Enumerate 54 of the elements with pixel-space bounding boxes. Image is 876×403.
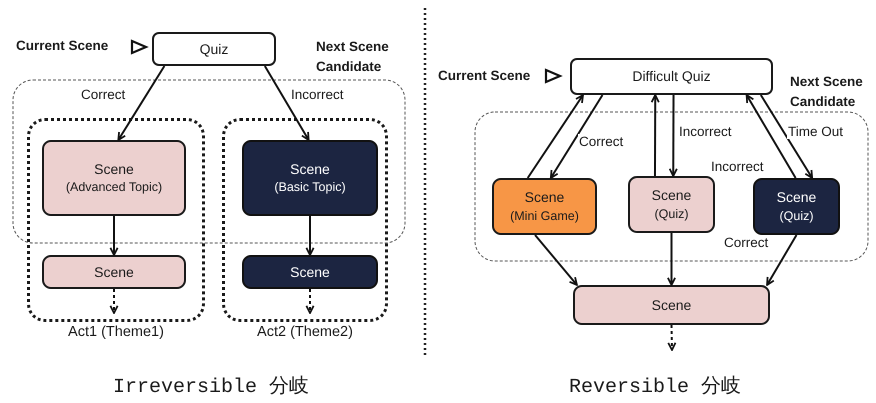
scene-title: Scene — [290, 264, 330, 280]
edge-label: Time Out — [787, 124, 844, 139]
scene-title: Scene — [776, 189, 816, 206]
scene-box — [152, 32, 276, 66]
arrow — [306, 289, 314, 314]
scene-title: Scene — [94, 264, 134, 280]
arrow — [650, 94, 660, 176]
candidate-heading: Next Scene Candidate — [790, 73, 864, 111]
edge-label: Correct — [723, 235, 770, 250]
scene-title: Scene — [652, 187, 692, 204]
scene-box — [753, 178, 840, 235]
act-caption: Act2 (Theme2) — [256, 324, 354, 342]
scene-box — [242, 255, 378, 289]
scene-subtitle: (Mini Game) — [510, 208, 579, 224]
scene-subtitle: (Basic Topic) — [274, 180, 346, 196]
scene-title: Scene — [524, 189, 564, 206]
arrow — [117, 65, 166, 141]
arrow — [667, 324, 676, 351]
edge-label: Incorrect — [710, 159, 765, 174]
arrow — [110, 216, 118, 256]
scene-box — [573, 285, 770, 325]
scene-box — [628, 176, 715, 233]
scene-title: Scene — [290, 160, 330, 178]
scene-box — [42, 140, 186, 216]
arrow — [667, 233, 676, 286]
arrow — [534, 234, 578, 286]
scene-subtitle: (Quiz) — [654, 206, 689, 222]
arrow — [550, 94, 604, 179]
edge-label: Incorrect — [678, 124, 733, 139]
scene-title: Scene — [652, 296, 692, 314]
scene-box — [242, 140, 378, 216]
scene-title: Quiz — [200, 40, 228, 58]
arrow — [526, 94, 584, 179]
arrow — [668, 95, 678, 177]
act-caption: Act1 (Theme1) — [67, 324, 165, 342]
current-scene-label: Current Scene — [437, 68, 532, 83]
current-scene-label: Current Scene — [15, 38, 110, 53]
scene-subtitle: (Advanced Topic) — [66, 180, 162, 196]
scene-box — [492, 178, 597, 235]
edge-label: Correct — [578, 134, 624, 149]
edge-label: Correct — [80, 87, 126, 102]
scene-title: Scene — [94, 160, 134, 178]
arrow — [264, 66, 310, 141]
arrow — [760, 94, 814, 179]
arrow — [766, 234, 798, 286]
scene-title: Difficult Quiz — [632, 68, 711, 85]
candidate-heading: Next Scene Candidate — [316, 38, 390, 76]
scene-box — [570, 58, 773, 95]
scene-subtitle: (Quiz) — [779, 208, 814, 224]
arrow — [746, 94, 796, 178]
scene-box — [42, 255, 186, 289]
edge-label: Incorrect — [290, 87, 345, 102]
arrow — [306, 216, 314, 256]
arrow — [110, 289, 118, 314]
